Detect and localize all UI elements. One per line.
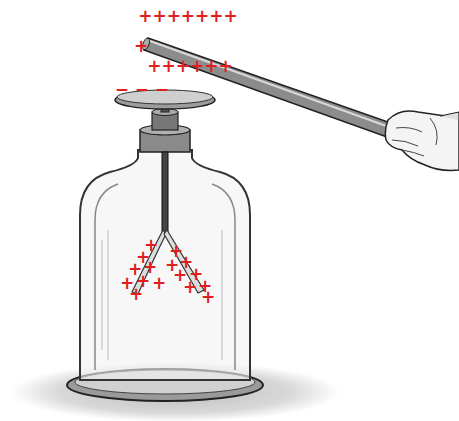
charge-sign: + (201, 289, 215, 306)
charged-rod (144, 38, 405, 142)
charge-sign: − − − (115, 81, 170, 98)
charge-sign: + (152, 275, 166, 292)
hand (385, 111, 459, 170)
charge-sign: + (134, 38, 148, 55)
charge-sign: ++++++ (147, 58, 232, 75)
cuff (440, 112, 459, 120)
bell-jar (80, 150, 250, 380)
charge-sign: +++++++ (138, 8, 238, 25)
glass-highlight (212, 184, 235, 370)
glass-shading (102, 230, 222, 360)
glass-highlight (95, 184, 118, 370)
charge-sign: + (183, 279, 197, 296)
charge-sign: + (165, 257, 179, 274)
rod-highlight (150, 41, 403, 132)
conductor-rod (162, 152, 168, 232)
hand-lines (392, 118, 437, 156)
charge-sign: + (129, 286, 143, 303)
